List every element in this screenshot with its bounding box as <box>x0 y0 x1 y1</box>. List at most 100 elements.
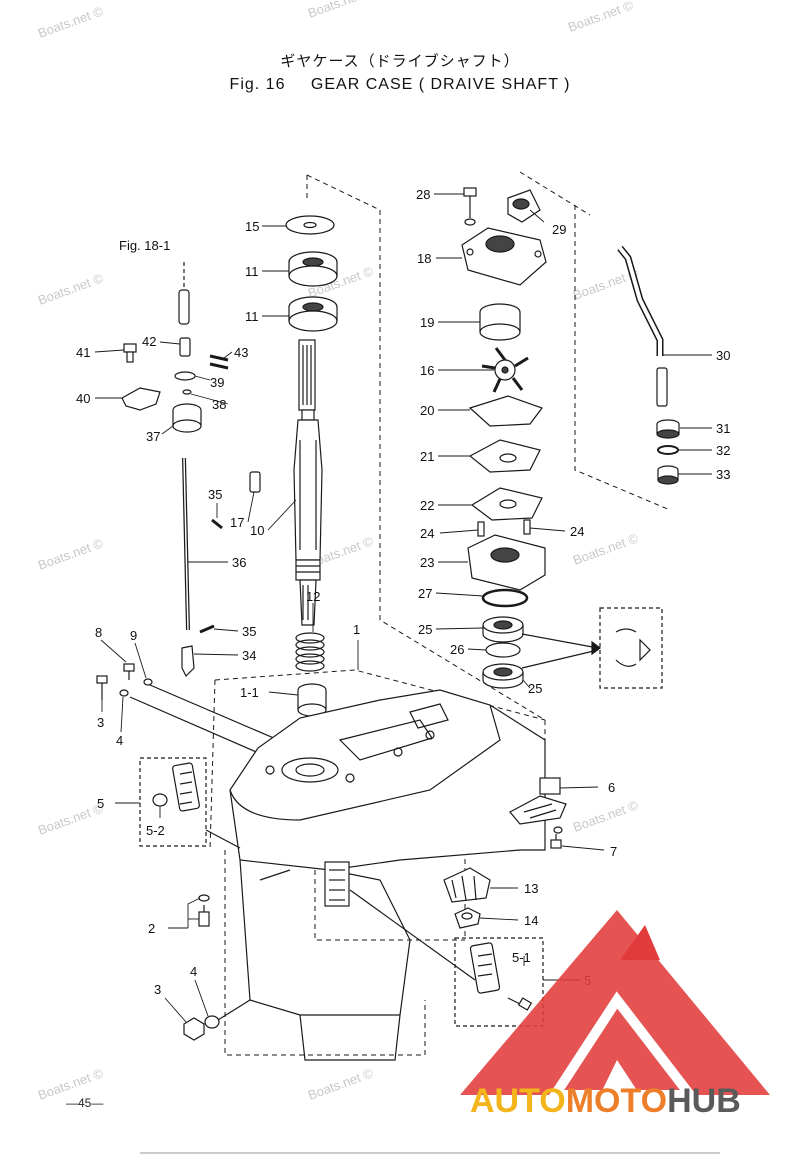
part-4-washer-lower <box>204 1015 220 1029</box>
guide-lines <box>209 171 671 1056</box>
watermark: Boats.net © <box>36 270 106 308</box>
part-3-bolt-upper <box>96 675 108 700</box>
callout-25: 25 <box>418 622 432 637</box>
callout-15: 15 <box>245 219 259 234</box>
plate-hole <box>499 453 517 463</box>
part-21-plate <box>468 439 541 473</box>
callout-36: 36 <box>232 555 246 570</box>
seal-orientation-detail <box>521 607 663 689</box>
callout-38: 38 <box>212 397 226 412</box>
brand-part-3: HUB <box>667 1082 741 1120</box>
callout-16: 16 <box>420 363 434 378</box>
callout-25: 25 <box>528 681 542 696</box>
part-32-ring <box>657 445 679 455</box>
part-4-washer-upper <box>119 689 129 697</box>
part-18-water-pump-housing <box>461 227 547 286</box>
watermark: Boats.net © <box>36 800 106 838</box>
callout-26: 26 <box>450 642 464 657</box>
part-7-washer <box>553 826 563 834</box>
callout-1-1: 1-1 <box>240 685 259 700</box>
part-36-shift-rod <box>182 457 190 631</box>
callout-34: 34 <box>242 648 256 663</box>
callout-31: 31 <box>716 421 730 436</box>
part-24-dowel-pin <box>477 521 485 537</box>
part-16-impeller <box>481 347 529 393</box>
part-34-shift-cam <box>181 645 195 678</box>
callout-1: 1 <box>353 622 360 637</box>
callout-29: 29 <box>552 222 566 237</box>
callout-27: 27 <box>418 586 432 601</box>
watermarks: Boats.net © Boats.net © Boats.net © Boat… <box>36 0 641 1103</box>
part-40-lever <box>121 387 161 411</box>
part-12-spring <box>295 632 325 672</box>
watermark: Boats.net © <box>36 3 106 41</box>
callout-3: 3 <box>97 715 104 730</box>
callout-40: 40 <box>76 391 90 406</box>
part-39-o-ring <box>174 371 196 381</box>
part-11-bearing-upper <box>288 251 338 287</box>
callout-24: 24 <box>420 526 434 541</box>
part-19-insert-cartridge <box>479 303 521 341</box>
callout-5-1: 5-1 <box>512 950 531 965</box>
brand-logo-mark <box>460 910 770 1100</box>
part-5-anode-lower <box>349 889 544 1027</box>
callout-41: 41 <box>76 345 90 360</box>
watermark: Boats.net © <box>306 1065 376 1103</box>
part-28-bolt <box>463 187 477 226</box>
callout-19: 19 <box>420 315 434 330</box>
part-25-oil-seal-lower <box>482 663 524 689</box>
part-33-seal <box>657 465 679 485</box>
brand-part-2: MOTO <box>565 1082 668 1120</box>
title-english: Fig. 16 GEAR CASE ( DRAIVE SHAFT ) <box>0 76 800 94</box>
callout-8: 8 <box>95 625 102 640</box>
watermark: Boats.net © <box>571 797 641 835</box>
part-5-anode-upper <box>139 757 241 849</box>
callout-13: 13 <box>524 881 538 896</box>
callout-10: 10 <box>250 523 264 538</box>
callout-35: 35 <box>242 624 256 639</box>
fig-18-1-reference <box>178 262 190 325</box>
callout-3: 3 <box>154 982 161 997</box>
part-1-gear-case <box>229 689 546 1061</box>
part-31-grommet <box>656 419 680 439</box>
callout-35: 35 <box>208 487 222 502</box>
part-30-water-tube <box>617 245 668 407</box>
part-35-pin-lower <box>199 624 215 634</box>
part-7-bolt <box>550 834 562 849</box>
part-42-collar <box>179 337 191 357</box>
callout-9: 9 <box>130 628 137 643</box>
part-3-nut-lower <box>183 1017 205 1041</box>
brand-wordmark: AUTOMOTOHUB <box>470 1082 800 1121</box>
callout-4: 4 <box>190 964 197 979</box>
watermark: Boats.net © <box>36 535 106 573</box>
part-23-pump-case <box>467 534 546 591</box>
part-6-water-strainer <box>509 777 567 825</box>
page-number: —45— <box>66 1096 104 1110</box>
part-24-dowel-pin <box>523 519 531 535</box>
part-29-grommet <box>507 189 541 223</box>
callout-17: 17 <box>230 515 244 530</box>
part-9-washer <box>143 678 153 686</box>
watermark: Boats.net © <box>566 0 636 35</box>
callout-24: 24 <box>570 524 584 539</box>
part-17-key <box>249 471 261 493</box>
part-38-ring <box>182 389 192 395</box>
figure-number: Fig. 16 <box>229 76 286 93</box>
part-14-nut <box>454 907 481 929</box>
reference-label: Fig. 18-1 <box>119 238 170 253</box>
callout-12: 12 <box>306 589 320 604</box>
callout-23: 23 <box>420 555 434 570</box>
callout-22: 22 <box>420 498 434 513</box>
leader-lines <box>94 193 712 1023</box>
part-41-bolt <box>123 343 137 363</box>
callout-11: 11 <box>245 264 259 279</box>
part-15-washer <box>285 215 335 235</box>
brand-part-1: AUTO <box>470 1082 566 1120</box>
part-35-pin-upper <box>211 518 223 530</box>
part-13-pinion-gear <box>443 867 491 903</box>
figure-title: GEAR CASE ( DRAIVE SHAFT ) <box>310 76 571 93</box>
assembly-line <box>149 684 291 746</box>
title-japanese: ギヤケース（ドライブシャフト） <box>280 53 520 70</box>
callout-21: 21 <box>420 449 434 464</box>
